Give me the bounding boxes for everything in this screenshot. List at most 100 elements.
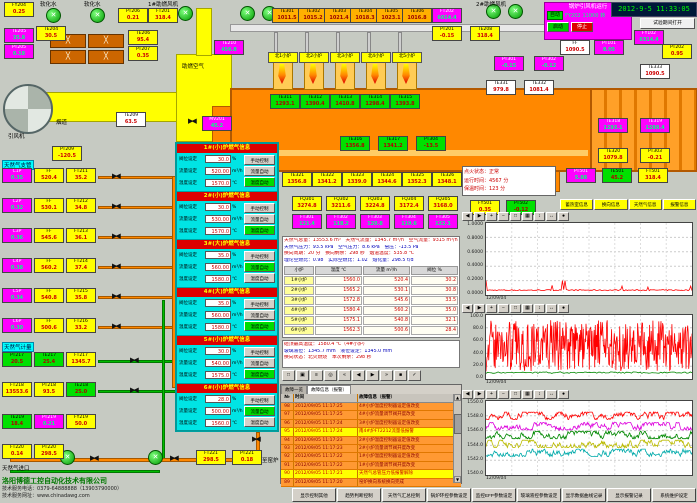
mode-button-温度自动[interactable]: 温度自动 bbox=[244, 417, 275, 427]
scroll-left-icon[interactable]: ◀ bbox=[462, 212, 473, 221]
setpoint-value-flow[interactable]: 530.00 bbox=[205, 215, 231, 223]
valve-icon[interactable]: ▶◀ bbox=[112, 202, 121, 210]
grid-icon[interactable]: ▦ bbox=[522, 304, 533, 313]
record-icon[interactable]: ● bbox=[558, 212, 569, 221]
save-icon[interactable]: ▣ bbox=[296, 370, 309, 381]
mode-button-温度自动[interactable]: 温度自动 bbox=[244, 177, 275, 187]
setpoint-value-flow[interactable]: 560.00 bbox=[205, 263, 231, 271]
mode-button-手动控制[interactable]: 手动控制 bbox=[244, 347, 275, 357]
mode-button-手动控制[interactable]: 手动控制 bbox=[244, 395, 275, 405]
mode-button-手动控制[interactable]: 手动控制 bbox=[244, 203, 275, 213]
setpoint-value-flow[interactable]: 500.00 bbox=[205, 407, 231, 415]
vrange-icon[interactable]: ↕ bbox=[534, 304, 545, 313]
mode-button-流量自动[interactable]: 流量自动 bbox=[244, 310, 275, 320]
nav-button-显示报警记录[interactable]: 显示报警记录 bbox=[607, 488, 651, 502]
select-icon[interactable]: □ bbox=[510, 304, 521, 313]
valve-icon[interactable]: ▶◀ bbox=[188, 117, 197, 125]
setpoint-value-valve[interactable]: 35.0 bbox=[205, 251, 231, 259]
scroll-right-icon[interactable]: ▶ bbox=[474, 304, 485, 313]
setpoint-value-valve[interactable]: 35.0 bbox=[205, 299, 231, 307]
nav-button-监控EFP参数设定[interactable]: 监控EFP参数设定 bbox=[472, 488, 516, 502]
stop-icon[interactable]: ■ bbox=[394, 370, 407, 381]
scroll-right-icon[interactable]: ▶ bbox=[474, 390, 485, 399]
setpoint-value-temp[interactable]: 1570.0 bbox=[205, 227, 231, 235]
valve-icon[interactable]: ▶◀ bbox=[130, 356, 139, 364]
setpoint-value-valve[interactable]: 30.0 bbox=[205, 155, 231, 163]
zoom-in-icon[interactable]: + bbox=[486, 304, 497, 313]
mode-button-流量自动[interactable]: 流量自动 bbox=[244, 214, 275, 224]
zoom-in-icon[interactable]: + bbox=[486, 212, 497, 221]
mode-button-手动控制[interactable]: 手动控制 bbox=[244, 299, 275, 309]
setpoint-value-temp[interactable]: 1580.0 bbox=[205, 323, 231, 331]
trend-plot-area[interactable] bbox=[485, 400, 693, 476]
scroll-left-icon[interactable]: ◀ bbox=[462, 304, 473, 313]
setpoint-value-valve[interactable]: 30.0 bbox=[205, 347, 231, 355]
next-record-icon[interactable]: » bbox=[380, 370, 393, 381]
nav-button-显示数据曲线记录[interactable]: 显示数据曲线记录 bbox=[562, 488, 606, 502]
info-button-换向信息[interactable]: 换向信息 bbox=[594, 199, 628, 210]
info-button-天然气信息[interactable]: 天然气信息 bbox=[628, 199, 662, 210]
table-tab-1[interactable]: 故障一览 bbox=[281, 385, 307, 394]
valve-icon[interactable]: ▶◀ bbox=[112, 262, 121, 270]
mode-button-温度自动[interactable]: 温度自动 bbox=[244, 225, 275, 235]
record-icon[interactable]: ● bbox=[558, 390, 569, 399]
select-icon[interactable]: □ bbox=[510, 212, 521, 221]
trend-plot-area[interactable] bbox=[485, 222, 693, 296]
valve-icon[interactable]: ▶◀ bbox=[252, 435, 261, 443]
mode-button-温度自动[interactable]: 温度自动 bbox=[244, 369, 275, 379]
setpoint-value-temp[interactable]: 1570.0 bbox=[205, 179, 231, 187]
zoom-out-icon[interactable]: − bbox=[498, 390, 509, 399]
valve-icon[interactable]: ▶◀ bbox=[112, 322, 121, 330]
nav-button-趋势判断控制[interactable]: 趋势判断控制 bbox=[337, 488, 381, 502]
list-icon[interactable]: ≡ bbox=[310, 370, 323, 381]
first-record-icon[interactable]: « bbox=[338, 370, 351, 381]
mode-button-温度自动[interactable]: 温度自动 bbox=[244, 273, 275, 283]
test-open-button[interactable]: 试验期间打开 bbox=[640, 18, 695, 29]
trend-plot-area[interactable] bbox=[485, 314, 693, 380]
setpoint-value-flow[interactable]: 560.00 bbox=[205, 311, 231, 319]
mode-button-流量自动[interactable]: 流量自动 bbox=[244, 358, 275, 368]
fan-stop-button[interactable]: 停止 bbox=[571, 22, 593, 32]
info-button-报警信息[interactable]: 报警信息 bbox=[662, 199, 696, 210]
grid-icon[interactable]: ▦ bbox=[522, 390, 533, 399]
setpoint-value-valve[interactable]: 28.0 bbox=[205, 395, 231, 403]
vrange-icon[interactable]: ↕ bbox=[534, 390, 545, 399]
mode-button-流量自动[interactable]: 流量自动 bbox=[244, 262, 275, 272]
valve-icon[interactable]: ▶◀ bbox=[112, 232, 121, 240]
hrange-icon[interactable]: ↔ bbox=[546, 304, 557, 313]
zoom-icon[interactable]: ◎ bbox=[324, 370, 337, 381]
scroll-left-icon[interactable]: ◀ bbox=[462, 390, 473, 399]
nav-button-锅炉环控参数设定[interactable]: 锅炉环控参数设定 bbox=[427, 488, 471, 502]
vrange-icon[interactable]: ↕ bbox=[534, 212, 545, 221]
setpoint-value-temp[interactable]: 1575.0 bbox=[205, 371, 231, 379]
setpoint-value-valve[interactable]: 30.0 bbox=[205, 203, 231, 211]
mode-button-流量自动[interactable]: 流量自动 bbox=[244, 406, 275, 416]
select-icon[interactable]: □ bbox=[510, 390, 521, 399]
grid-icon[interactable]: ▦ bbox=[522, 212, 533, 221]
scroll-thumb[interactable] bbox=[454, 414, 462, 434]
nav-button-天然气汇总控制[interactable]: 天然气汇总控制 bbox=[382, 488, 426, 502]
valve-icon[interactable]: ▶◀ bbox=[112, 172, 121, 180]
zoom-out-icon[interactable]: − bbox=[498, 212, 509, 221]
scroll-down-arrow[interactable]: ▼ bbox=[454, 476, 461, 483]
setpoint-value-flow[interactable]: 520.00 bbox=[205, 167, 231, 175]
fan-start-button[interactable]: 启动 bbox=[547, 22, 569, 32]
table-tab-2[interactable]: 故障信息（报警） bbox=[307, 385, 351, 394]
valve-icon[interactable]: ▶◀ bbox=[130, 386, 139, 394]
mode-button-手动控制[interactable]: 手动控制 bbox=[244, 155, 275, 165]
hrange-icon[interactable]: ↔ bbox=[546, 212, 557, 221]
setpoint-value-temp[interactable]: 1560.0 bbox=[205, 419, 231, 427]
nav-button-玻璃液控参数设定[interactable]: 玻璃液控参数设定 bbox=[517, 488, 561, 502]
play-icon[interactable]: ▶ bbox=[366, 370, 379, 381]
ack-icon[interactable]: ✓ bbox=[408, 370, 421, 381]
mode-button-手动控制[interactable]: 手动控制 bbox=[244, 251, 275, 261]
info-button-蓄热室信息[interactable]: 蓄热室信息 bbox=[560, 199, 594, 210]
setpoint-value-flow[interactable]: 540.00 bbox=[205, 359, 231, 367]
scroll-right-icon[interactable]: ▶ bbox=[474, 212, 485, 221]
